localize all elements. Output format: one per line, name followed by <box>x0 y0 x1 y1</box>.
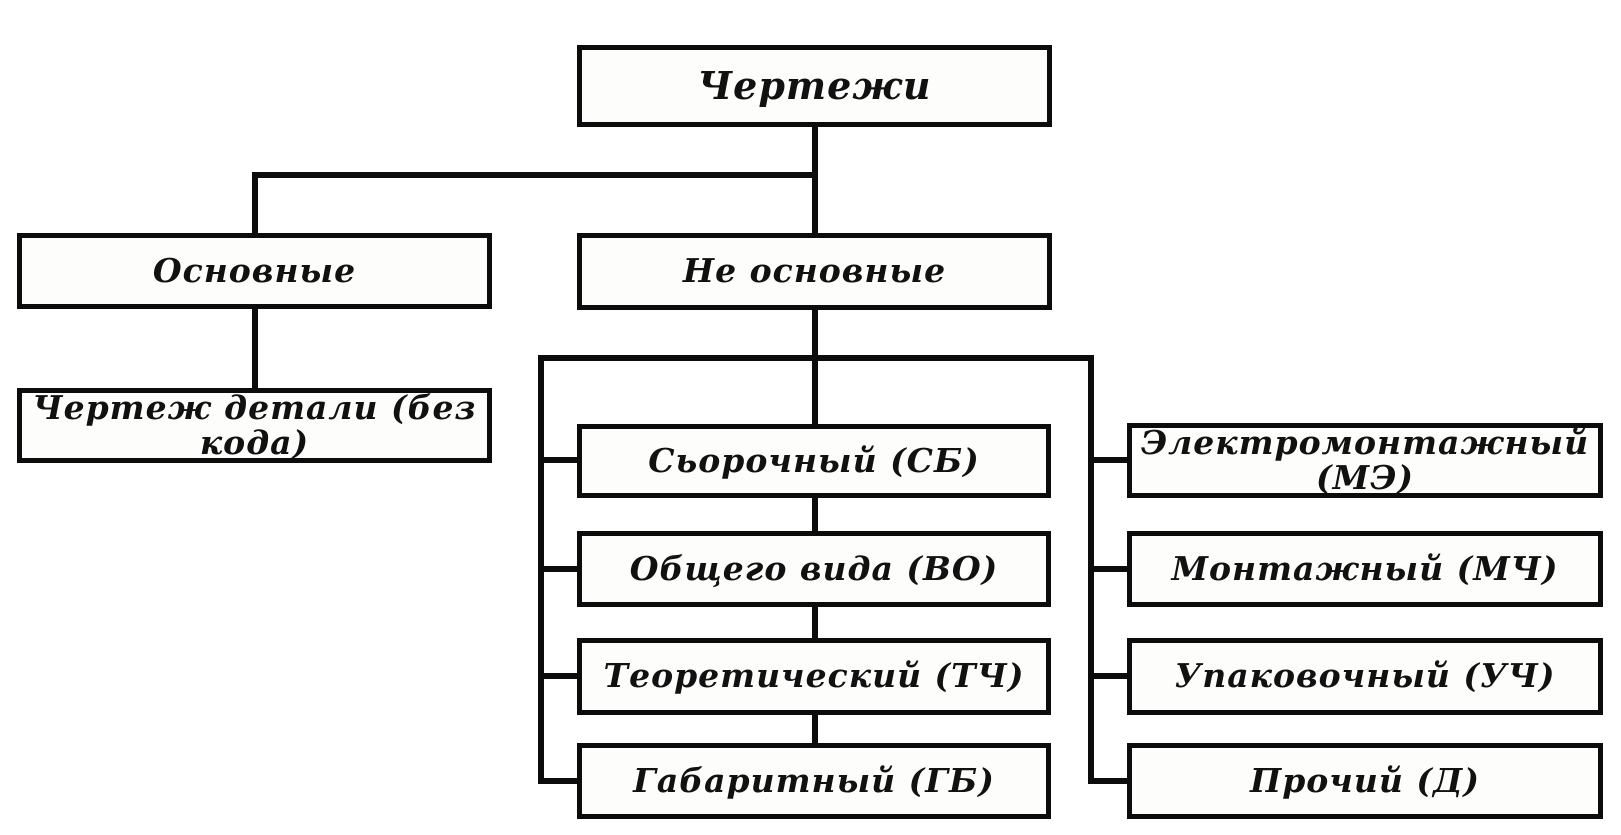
node-gabaritny: Габаритный (ГБ) <box>577 743 1051 819</box>
connector-mid-horizontal <box>538 355 1094 361</box>
connector-osnovnye-to-detali <box>252 308 258 390</box>
node-teoreticheskiy: Теоретический (ТЧ) <box>577 638 1051 715</box>
connector-left-stub-1 <box>538 457 583 463</box>
node-sborochny: Сьорочный (СБ) <box>577 424 1051 498</box>
node-chertezhi-label: Чертежи <box>697 63 932 109</box>
connector-ne-osnovnye-drop <box>812 309 818 426</box>
connector-right-stub-2 <box>1088 566 1133 572</box>
node-prochiy-label: Прочий (Д) <box>1250 760 1480 800</box>
connector-root-to-ne-osnovnye <box>812 127 818 235</box>
node-upakovochny-label: Упаковочный (УЧ) <box>1174 656 1556 696</box>
connector-drop-to-osnovnye <box>252 172 258 235</box>
node-montazhny-label: Монтажный (МЧ) <box>1171 548 1559 588</box>
connector-top-horizontal <box>252 172 818 178</box>
node-upakovochny: Упаковочный (УЧ) <box>1127 638 1603 715</box>
node-osnovnye: Основные <box>17 233 492 309</box>
node-chertezhi: Чертежи <box>577 45 1052 127</box>
node-teoreticheskiy-label: Теоретический (ТЧ) <box>603 656 1025 696</box>
node-chertezh-detali-label: Чертеж детали (без кода) <box>32 387 477 462</box>
connector-left-stub-2 <box>538 566 583 572</box>
connector-left-stub-3 <box>538 673 583 679</box>
node-ne-osnovnye-label: Не основные <box>682 251 947 291</box>
connector-sborochny-obshchego-vida <box>812 498 818 534</box>
connector-obshchego-vida-teoreticheskiy <box>812 607 818 641</box>
connector-right-stub-3 <box>1088 673 1133 679</box>
node-sborochny-label: Сьорочный (СБ) <box>648 440 980 480</box>
node-ne-osnovnye: Не основные <box>577 233 1052 310</box>
node-prochiy: Прочий (Д) <box>1127 743 1603 819</box>
node-elektromontazhny: Электромонтажный (МЭ) <box>1127 423 1603 498</box>
connector-left-stub-4 <box>538 778 583 784</box>
node-gabaritny-label: Габаритный (ГБ) <box>633 760 995 800</box>
node-obshchego-vida-label: Общего вида (ВО) <box>629 548 999 588</box>
connector-right-stub-1 <box>1088 457 1133 463</box>
node-elektromontazhny-label: Электромонтажный (МЭ) <box>1140 422 1590 497</box>
connector-teoreticheskiy-gabaritny <box>812 715 818 746</box>
node-chertezh-detali: Чертеж детали (без кода) <box>17 388 492 463</box>
node-obshchego-vida: Общего вида (ВО) <box>577 531 1051 607</box>
node-montazhny: Монтажный (МЧ) <box>1127 531 1603 607</box>
connector-right-stub-4 <box>1088 778 1133 784</box>
node-osnovnye-label: Основные <box>152 250 357 290</box>
